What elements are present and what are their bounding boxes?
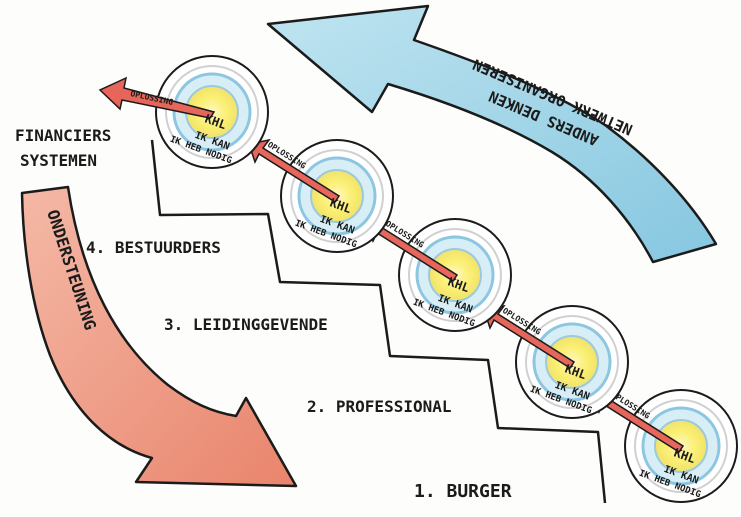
target-group-2: OPLOSSING KHL IK KAN IK HEB NODIG	[483, 304, 629, 419]
target-center-label: KHL	[446, 275, 471, 296]
staircase-line	[150, 139, 607, 504]
target-ring	[408, 228, 502, 322]
level-1-label: 1. BURGER	[414, 481, 512, 502]
top-label-line1: FINANCIERS	[15, 126, 111, 145]
target-group-4: OPLOSSING KHL IK KAN IK HEB NODIG	[248, 138, 394, 253]
target-ring	[165, 65, 259, 159]
target-center-label: KHL	[563, 362, 588, 383]
target-group-3: OPLOSSING KHL IK KAN IK HEB NODIG	[366, 217, 512, 332]
target-group-1: OPLOSSING KHL IK KAN IK HEB NODIG	[592, 388, 738, 503]
red-arrow-shape	[20, 185, 298, 488]
target-ring	[290, 149, 384, 243]
red-curved-arrow: ONDERSTEUNING	[20, 185, 298, 488]
top-label-line2: SYSTEMEN	[20, 151, 97, 170]
target-center-label: KHL	[328, 196, 353, 217]
target-ring	[634, 399, 728, 493]
blue-arrow-shape	[266, 4, 718, 264]
target-ring	[525, 315, 619, 409]
top-label: FINANCIERS SYSTEMEN	[15, 126, 111, 170]
target-center-label: KHL	[672, 446, 697, 467]
level-4-label: 4. BESTUURDERS	[86, 238, 221, 257]
target-group-5: OPLOSSING KHL IK KAN IK HEB NODIG	[98, 55, 269, 169]
level-3-label: 3. LEIDINGGEVENDE	[164, 315, 328, 334]
level-2-label: 2. PROFESSIONAL	[307, 397, 452, 416]
target-center-label: KHL	[203, 112, 228, 133]
solution-arrow	[98, 76, 216, 119]
